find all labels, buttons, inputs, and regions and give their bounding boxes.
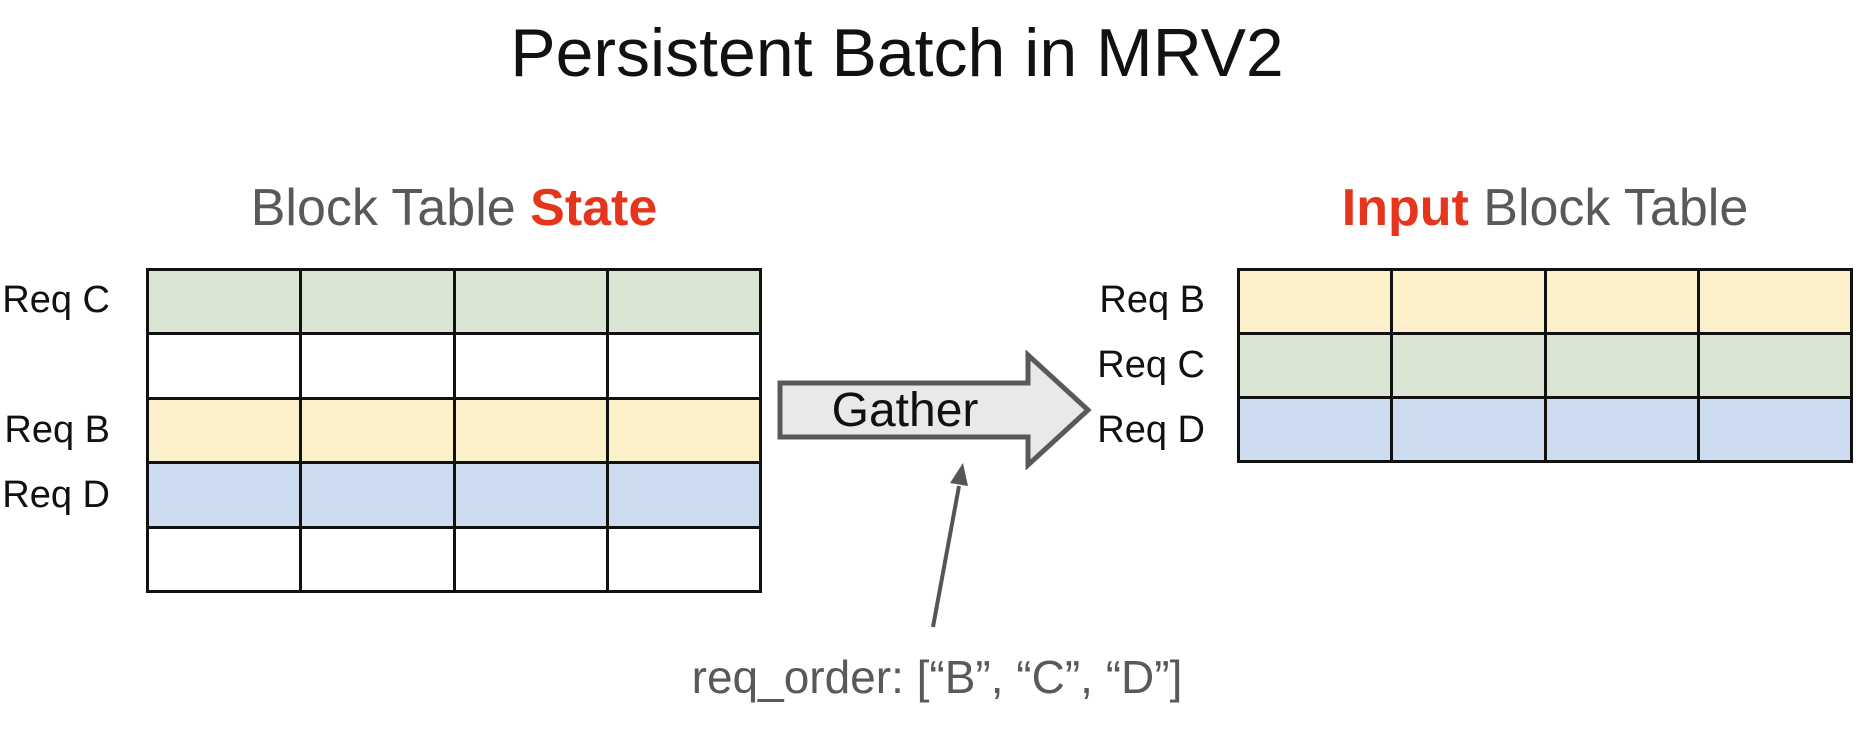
table-cell xyxy=(1699,271,1850,332)
table-cell xyxy=(455,464,606,526)
table-cell xyxy=(608,464,759,526)
row-label: Req B xyxy=(1099,279,1205,321)
table-cell xyxy=(1240,399,1391,460)
table-cell xyxy=(1546,271,1697,332)
table-cell xyxy=(149,464,300,526)
left-row-labels: Req C Req B Req D xyxy=(0,268,110,593)
row-label: Req D xyxy=(1097,409,1205,451)
table-cell xyxy=(302,528,453,590)
table-cell xyxy=(1393,335,1544,396)
table-cell xyxy=(455,528,606,590)
table-cell xyxy=(1699,399,1850,460)
table-cell xyxy=(149,399,300,462)
row-label: Req D xyxy=(2,474,110,516)
row-label: Req B xyxy=(4,409,110,451)
gather-label: Gather xyxy=(831,383,979,437)
row-label: Req C xyxy=(1097,344,1205,386)
gather-arrow-icon xyxy=(777,350,1092,470)
table-cell xyxy=(302,271,453,333)
row-label: Req C xyxy=(2,279,110,321)
table-cell xyxy=(608,528,759,590)
table-cell xyxy=(149,335,300,397)
table-cell xyxy=(1240,271,1391,332)
table-cell xyxy=(1546,399,1697,460)
slide-title: Persistent Batch in MRV2 xyxy=(510,15,1284,91)
table-cell xyxy=(302,399,453,462)
left-heading-plain: Block Table xyxy=(250,179,531,237)
table-cell xyxy=(302,464,453,526)
table-cell xyxy=(1240,335,1391,396)
table-cell xyxy=(608,399,759,462)
table-cell xyxy=(302,335,453,397)
right-table-heading: Input Block Table xyxy=(1237,179,1853,239)
table-cell xyxy=(1393,399,1544,460)
table-cell xyxy=(149,271,300,333)
table-cell xyxy=(1699,335,1850,396)
table-cell xyxy=(455,399,606,462)
input-block-table xyxy=(1237,268,1853,463)
table-cell xyxy=(1546,335,1697,396)
left-heading-accent: State xyxy=(530,179,658,237)
table-cell xyxy=(1393,271,1544,332)
table-cell xyxy=(455,271,606,333)
table-cell xyxy=(608,335,759,397)
annotation-arrow-icon xyxy=(931,463,968,628)
table-cell xyxy=(149,528,300,590)
state-block-table xyxy=(146,268,762,593)
right-heading-accent: Input xyxy=(1341,179,1469,237)
table-cell xyxy=(608,271,759,333)
left-table-heading: Block Table State xyxy=(146,179,762,239)
right-heading-plain: Block Table xyxy=(1468,179,1749,237)
req-order-annotation: req_order: [“B”, “C”, “D”] xyxy=(691,651,1183,703)
table-cell xyxy=(455,335,606,397)
right-row-labels: Req B Req C Req D xyxy=(1005,268,1205,463)
